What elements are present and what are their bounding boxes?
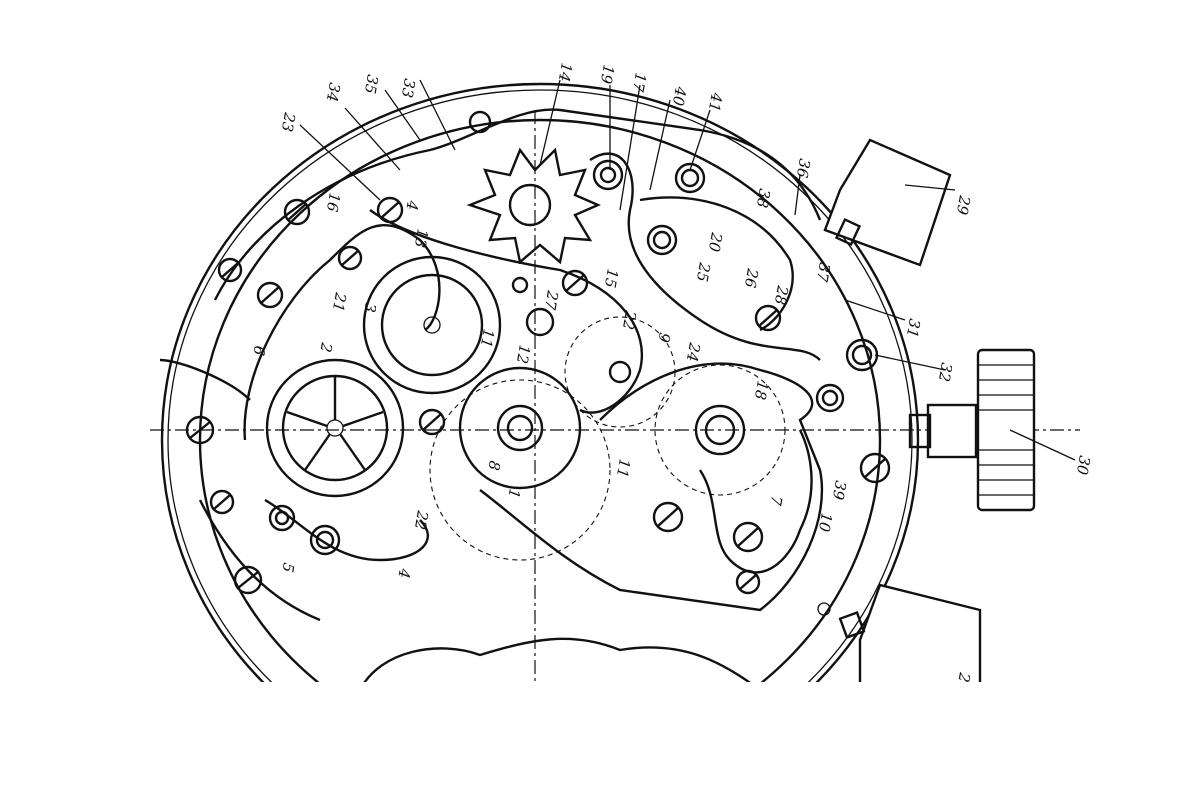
label-9: 9 — [654, 331, 673, 344]
label-18: 18 — [751, 379, 772, 401]
label-40: 40 — [669, 84, 690, 107]
label-19: 19 — [597, 63, 618, 85]
label-22-mid: 22 — [619, 308, 640, 331]
main-plate — [160, 82, 920, 682]
label-7: 7 — [766, 494, 785, 507]
label-20: 20 — [705, 230, 726, 253]
label-24: 24 — [683, 340, 704, 363]
label-31: 31 — [903, 317, 924, 339]
label-41: 41 — [705, 90, 726, 113]
label-38: 38 — [753, 187, 774, 209]
label-21: 21 — [329, 290, 350, 313]
label-32: 32 — [935, 361, 956, 383]
label-2: 2 — [316, 340, 336, 354]
label-16: 16 — [323, 191, 344, 213]
label-26: 26 — [741, 266, 762, 289]
label-12: 12 — [513, 343, 534, 365]
label-11-lower: 11 — [613, 457, 634, 479]
label-34: 34 — [323, 81, 344, 103]
leader-lines — [299, 79, 1076, 461]
label-4-lower: 4 — [394, 566, 414, 580]
label-30: 30 — [1073, 454, 1094, 476]
label-25: 25 — [693, 260, 714, 283]
center-lines — [150, 110, 1080, 682]
label-4-upper: 4 — [402, 198, 422, 212]
screws — [185, 110, 891, 595]
label-3: 3 — [360, 301, 379, 314]
label-29: 29 — [953, 193, 974, 216]
label-13: 13 — [411, 227, 432, 249]
label-28: 28 — [771, 283, 792, 306]
label-17: 17 — [629, 71, 650, 93]
label-11-upper: 11 — [477, 327, 498, 349]
label-37: 37 — [813, 261, 834, 283]
label-35: 35 — [361, 73, 382, 95]
pushers — [817, 138, 982, 682]
label-36: 36 — [793, 157, 814, 179]
label-8: 8 — [484, 459, 503, 472]
label-33: 33 — [398, 77, 419, 99]
part-labels: 33 14 19 17 40 41 35 34 23 16 4 13 36 29… — [249, 61, 1094, 684]
crown — [908, 348, 1036, 512]
wheels — [265, 147, 786, 561]
label-14: 14 — [555, 61, 576, 83]
label-39: 39 — [829, 479, 850, 501]
label-5: 5 — [278, 561, 297, 574]
label-23: 23 — [278, 110, 299, 133]
label-15: 15 — [601, 267, 622, 289]
label-10: 10 — [815, 511, 836, 533]
label-6: 6 — [249, 344, 268, 357]
label-27: 27 — [541, 288, 562, 311]
label-1: 1 — [504, 487, 523, 500]
label-2-pusher: 2 — [954, 670, 974, 684]
label-22-lower: 22 — [411, 508, 432, 531]
